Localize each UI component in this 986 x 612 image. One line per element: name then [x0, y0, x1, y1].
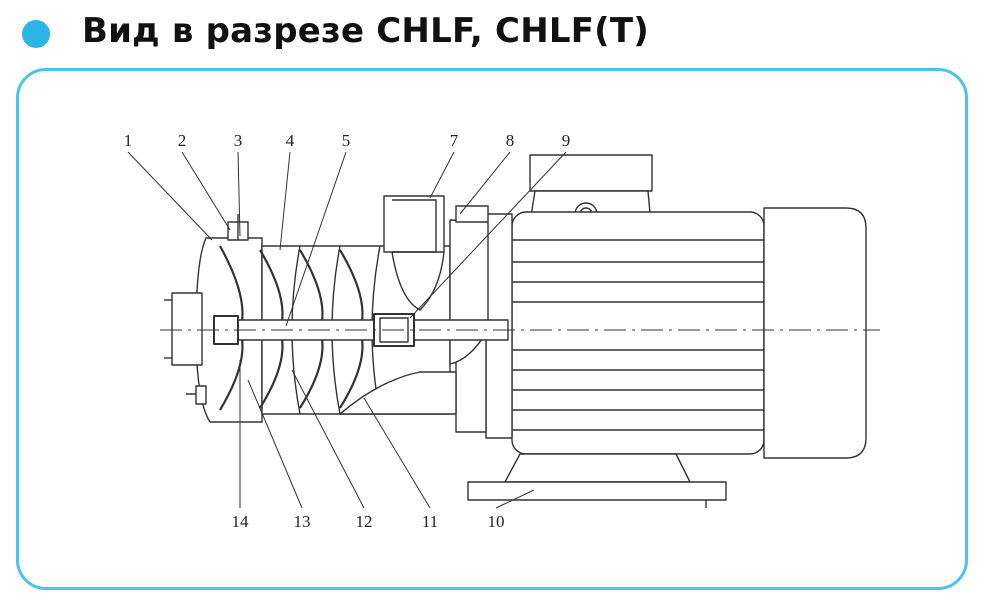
- callout-12: 12: [356, 512, 373, 531]
- callout-14: 14: [232, 512, 250, 531]
- callout-2: 2: [178, 131, 187, 150]
- header: Вид в разрезе CHLF, CHLF(T): [0, 0, 986, 62]
- diagram-frame: [16, 68, 968, 590]
- pump-housing: [164, 195, 509, 423]
- callout-10: 10: [488, 512, 505, 531]
- bullet-icon: [22, 20, 50, 48]
- callout-3: 3: [234, 131, 243, 150]
- motor-body: [455, 154, 867, 508]
- leader-lines: [127, 151, 567, 509]
- callout-13: 13: [294, 512, 311, 531]
- callout-1: 1: [124, 131, 133, 150]
- callout-9: 9: [562, 131, 571, 150]
- callout-7: 7: [450, 131, 459, 150]
- callout-4: 4: [286, 131, 295, 150]
- callout-5: 5: [342, 131, 351, 150]
- callout-8: 8: [506, 131, 515, 150]
- callout-labels: 1 2 3 4 5 7 8 9 14 13 12 11 10: [124, 131, 571, 531]
- page-title: Вид в разрезе CHLF, CHLF(T): [82, 11, 650, 51]
- callout-11: 11: [422, 512, 438, 531]
